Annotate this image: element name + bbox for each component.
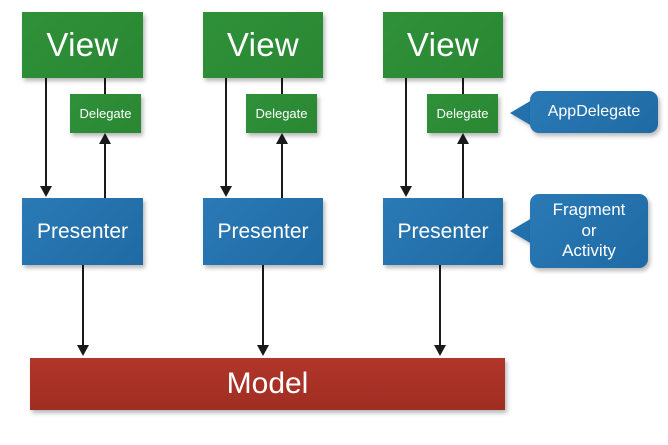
fragment-activity-callout-line-2: or — [581, 220, 597, 240]
connector-presenter-to-delegate-3 — [462, 144, 464, 198]
delegate-label-3: Delegate — [436, 106, 489, 121]
arrowhead-view-to-presenter-2 — [220, 186, 232, 197]
connector-view-to-presenter-1 — [45, 78, 47, 188]
view-box-1[interactable]: View — [22, 12, 143, 78]
connector-presenter-to-delegate-1 — [104, 144, 106, 198]
connector-view-to-presenter-2 — [225, 78, 227, 188]
view-label-2: View — [226, 26, 300, 63]
connector-view-to-delegate-1 — [104, 78, 106, 95]
delegate-label-1: Delegate — [79, 106, 132, 121]
arrowhead-view-to-presenter-1 — [40, 186, 52, 197]
view-label-1: View — [46, 26, 119, 63]
presenter-label-1: Presenter — [36, 219, 129, 243]
fragment-activity-callout-line-1: Fragment — [552, 199, 626, 219]
appdelegate-callout-line-1: AppDelegate — [547, 103, 641, 121]
arrowhead-view-to-presenter-3 — [400, 186, 412, 197]
delegate-box-3[interactable]: Delegate — [427, 94, 498, 133]
connector-view-to-delegate-2 — [281, 78, 283, 95]
presenter-label-3: Presenter — [397, 219, 489, 243]
arrowhead-presenter-to-model-3 — [434, 345, 446, 356]
view-box-2[interactable]: View — [203, 12, 323, 78]
view-box-3[interactable]: View — [383, 12, 503, 78]
fragment-activity-callout-line-3: Activity — [562, 241, 616, 261]
connector-view-to-delegate-3 — [462, 78, 464, 95]
connector-presenter-to-model-2 — [262, 265, 264, 347]
connector-presenter-to-model-1 — [82, 265, 84, 347]
appdelegate-callout-tail — [510, 100, 532, 126]
presenter-box-2[interactable]: Presenter — [203, 198, 323, 265]
fragment-activity-callout-tail — [510, 218, 532, 244]
connector-view-to-presenter-3 — [405, 78, 407, 188]
connector-presenter-to-delegate-2 — [281, 144, 283, 198]
presenter-box-1[interactable]: Presenter — [22, 198, 143, 265]
connector-presenter-to-model-3 — [439, 265, 441, 347]
presenter-box-3[interactable]: Presenter — [383, 198, 503, 265]
arrowhead-presenter-to-delegate-1 — [99, 133, 111, 144]
fragment-activity-callout[interactable]: Fragment or Activity — [530, 194, 648, 268]
presenter-label-2: Presenter — [217, 219, 309, 243]
delegate-box-2[interactable]: Delegate — [246, 94, 317, 133]
arrowhead-presenter-to-model-1 — [77, 345, 89, 356]
appdelegate-callout[interactable]: AppDelegate — [530, 91, 658, 133]
model-bar[interactable]: Model — [30, 358, 505, 410]
delegate-label-2: Delegate — [255, 106, 308, 121]
view-label-3: View — [406, 26, 480, 63]
delegate-box-1[interactable]: Delegate — [70, 94, 141, 133]
arrowhead-presenter-to-model-2 — [257, 345, 269, 356]
model-label: Model — [226, 367, 309, 400]
arrowhead-presenter-to-delegate-3 — [457, 133, 469, 144]
arrowhead-presenter-to-delegate-2 — [276, 133, 288, 144]
